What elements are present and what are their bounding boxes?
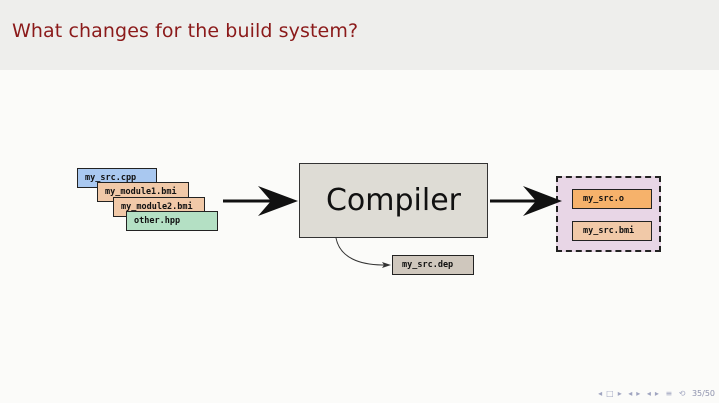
next-subsection-icon[interactable]: ▸ (636, 389, 641, 398)
output-file-my-src-o: my_src.o (572, 189, 652, 209)
compiler-to-output-arrow (490, 186, 562, 216)
prev-section-icon[interactable]: ◂ (646, 389, 651, 398)
page-indicator: 35/50 (691, 389, 715, 398)
compiler-box: Compiler (299, 163, 488, 238)
dependency-file-my-src-dep: my_src.dep (392, 255, 474, 275)
toc-icon[interactable]: ≡ (665, 389, 673, 398)
input-to-compiler-arrow (223, 186, 298, 216)
slide-navigation: ◂□▸ ◂▸ ◂▸ ≡ ⟲ 35/50 (594, 389, 715, 398)
input-file-other-hpp: other.hpp (126, 211, 218, 231)
prev-frame-icon[interactable]: □ (606, 389, 614, 398)
next-frame-icon[interactable]: ▸ (617, 389, 622, 398)
slide-header: What changes for the build system? (0, 0, 719, 70)
slide-title: What changes for the build system? (12, 20, 359, 42)
first-frame-icon[interactable]: ◂ (598, 389, 603, 398)
prev-subsection-icon[interactable]: ◂ (628, 389, 633, 398)
search-icon[interactable]: ⟲ (678, 389, 686, 398)
compiler-to-dep-arrow (335, 237, 391, 268)
next-section-icon[interactable]: ▸ (654, 389, 659, 398)
output-file-my-src-bmi: my_src.bmi (572, 221, 652, 241)
